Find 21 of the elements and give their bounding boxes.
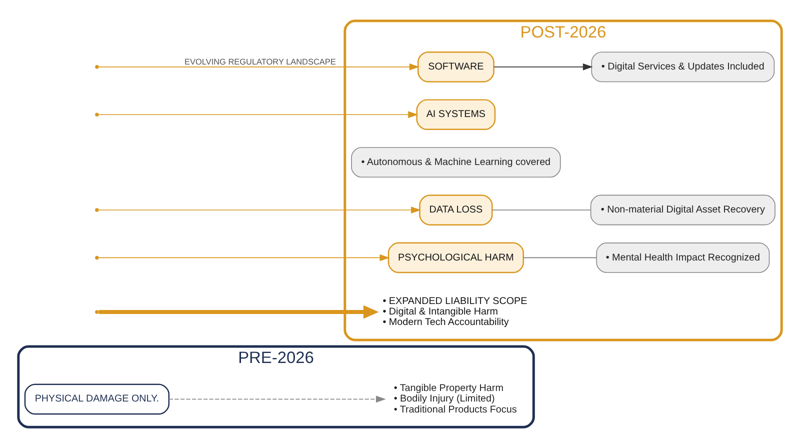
arrow (98, 254, 390, 261)
node-box: PHYSICAL DAMAGE ONLY. (24, 383, 170, 414)
node-text: • EXPANDED LIABILITY SCOPE • Digital & Intangible Harm • Modern Tech Accountability (382, 295, 528, 328)
node-text: • Tangible Property Harm • Bodily Injury (Limited) • Traditional Products Focus (394, 382, 517, 415)
arrow (98, 304, 379, 318)
arrow (98, 206, 421, 213)
node-box: DATA LOSS (419, 194, 493, 225)
connector (523, 256, 597, 258)
node-box: PSYCHOLOGICAL HARM (388, 242, 524, 273)
node-box: • Non-material Digital Asset Recovery (590, 194, 776, 225)
arrow (168, 395, 386, 402)
connector (492, 209, 592, 210)
arrow (98, 110, 418, 118)
node-box: • Digital Services & Updates Included (591, 51, 775, 82)
edge-label: EVOLVING REGULATORY LANDSCAPE (184, 56, 336, 66)
node-box: • Mental Health Impact Recognized (596, 242, 770, 272)
node-box: • Autonomous & Machine Learning covered (351, 146, 561, 178)
arrow (98, 62, 420, 70)
node-box: SOFTWARE (417, 51, 494, 82)
node-box: AI SYSTEMS (416, 98, 496, 130)
arrow (494, 62, 593, 70)
